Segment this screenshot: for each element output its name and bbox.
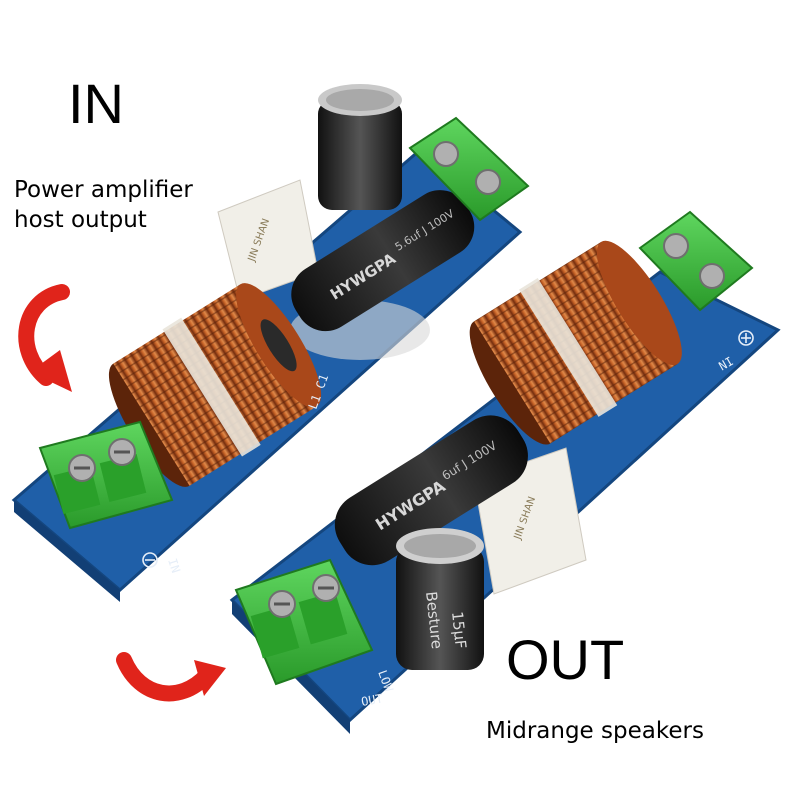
curved-arrow-down-icon	[18, 284, 72, 392]
svg-text:15μF: 15μF	[448, 611, 470, 650]
out-title: OUT	[506, 628, 625, 691]
in-description: Power amplifier host output	[14, 175, 274, 235]
left-electrolytic-capacitor	[318, 84, 402, 210]
left-resistor: JIN SHAN	[217, 179, 319, 301]
right-film-capacitor: HYWGPA 6uf J 100V	[334, 415, 528, 566]
left-film-capacitor: HYWGPA 5.6uf J 100V	[291, 190, 475, 332]
right-output-terminal	[234, 558, 374, 686]
left-top-terminal	[408, 116, 530, 222]
right-top-terminal	[638, 210, 754, 312]
left-input-terminal	[38, 420, 174, 530]
in-description-line2: host output	[14, 207, 147, 233]
right-inductor-coil	[469, 240, 682, 445]
right-electrolytic-capacitor: Besture 15μF	[396, 528, 484, 670]
left-board: JIN SHAN HYWGPA 5.6uf J 100V	[11, 84, 530, 602]
out-description: Midrange speakers	[486, 718, 704, 744]
svg-text:IN: IN	[716, 353, 736, 372]
svg-text:Besture: Besture	[422, 591, 446, 650]
right-out-pad-label: OUT	[360, 691, 384, 709]
left-in-pad-label: IN	[165, 557, 183, 575]
in-title: IN	[68, 72, 124, 135]
in-description-line1: Power amplifier	[14, 177, 193, 203]
right-board: JIN SHAN HYWGPA 6uf J 100V Besture 15μF	[229, 210, 781, 734]
curved-arrow-right-icon	[116, 652, 226, 702]
left-inductor-coil	[108, 283, 322, 487]
